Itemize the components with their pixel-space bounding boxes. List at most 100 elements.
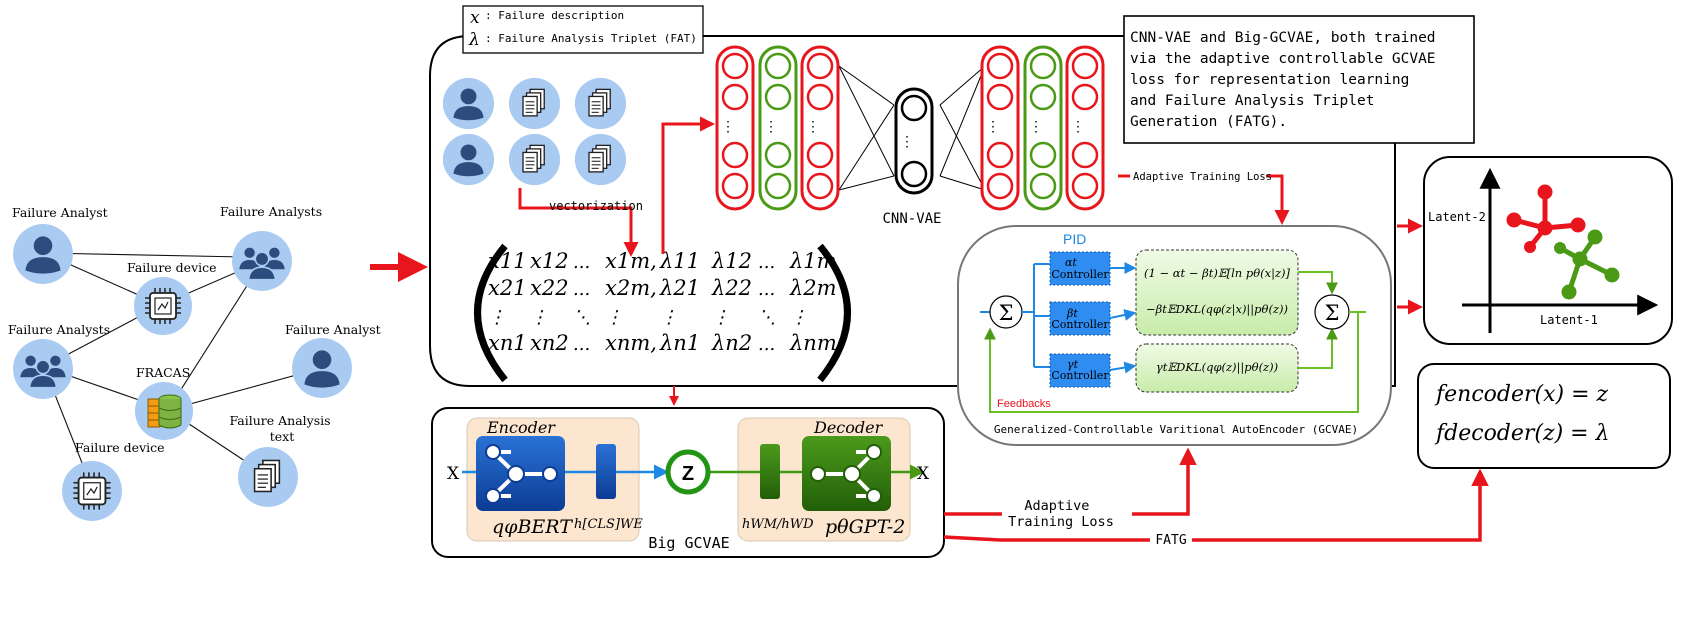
matrix-cell: ⋮ — [488, 307, 506, 328]
cls-projection-layer — [596, 444, 616, 499]
failure-analyst-icon — [292, 338, 352, 398]
nn-neuron — [721, 172, 749, 200]
matrix-cell: λn1 — [659, 331, 700, 355]
feedback-loop — [984, 312, 1359, 413]
nn-neuron — [806, 52, 834, 80]
matrix-cell: ... — [573, 334, 590, 355]
callout-line-1: CNN-VAE and Big-GCVAE, both trained — [1130, 30, 1436, 46]
callout-line-5: Generation (FATG). — [1130, 114, 1287, 130]
node-label-fa-text: Failure Analysis text — [229, 413, 334, 444]
matrix-cell: λ1m — [789, 249, 837, 273]
failure-analysts-icon — [231, 230, 293, 292]
callout-line-3: loss for representation learning — [1130, 72, 1409, 88]
controller-alpha-box — [1049, 251, 1111, 286]
matrix-right-paren — [817, 243, 851, 383]
matrix-cell: xn2 — [530, 331, 569, 355]
legend-x-text: : Failure description — [485, 9, 624, 22]
matrix-cell: x22 — [530, 276, 569, 300]
fatg-arrow — [943, 468, 1489, 542]
decoder-label: Decoder — [813, 418, 884, 437]
matrix-cell: x11 — [488, 249, 527, 273]
loss-eq-reconstruction: (1 − αt − βt)𝔼[ln pθ(x|z)] — [1144, 266, 1291, 281]
matrix-cell: ... — [573, 279, 590, 300]
gcvae-caption: Generalized-Controllable Varitional Auto… — [994, 423, 1358, 436]
controller-alpha: αt Controller — [1049, 251, 1111, 286]
matrix-cell: ... — [758, 252, 775, 273]
h-cls-label: h[CLS]WE — [574, 517, 643, 532]
cnn-vae-network: ⋮⋮⋮⋮⋮⋮⋮ CNN-VAE — [715, 45, 1105, 227]
matrix-cell: ⋮ — [530, 307, 548, 328]
analyst-icon — [442, 133, 495, 186]
gcvae-panel: PID Σ αt Controller βt Controller γt Con… — [957, 225, 1392, 446]
legend-frame — [462, 5, 704, 54]
matrix-cell: λ22 — [711, 276, 752, 300]
beta-to-loss-arrow — [1109, 309, 1137, 321]
document-stack-icon — [574, 133, 627, 186]
failure-network: Failure Analyst Failure Analysts Failure… — [8, 204, 381, 522]
cnn-vae-label: CNN-VAE — [882, 211, 941, 227]
vectorization-arrow — [518, 188, 639, 257]
nn-ellipsis: ⋮ — [806, 120, 820, 135]
nn-ellipsis: ⋮ — [986, 120, 1000, 135]
big-gcvae-panel: Encoder Decoder Z — [431, 407, 945, 558]
f-decoder: fdecoder(z) = λ — [1434, 421, 1610, 446]
cnn-vae-connections — [838, 65, 986, 191]
bottom-to-sum-arrow — [1298, 327, 1338, 369]
matrix-cell: xn1 — [488, 331, 527, 355]
node-label-analyst-right: Failure Analyst — [285, 322, 381, 337]
nn-neuron — [1029, 141, 1057, 169]
function-frame — [1417, 363, 1671, 469]
nn-neuron — [764, 172, 792, 200]
failure-analyst-icon — [13, 224, 73, 284]
edge-analyst-analysts — [43, 252, 245, 258]
nn-neuron — [1071, 172, 1099, 200]
callout-box: CNN-VAE and Big-GCVAE, both trained via … — [1123, 15, 1475, 144]
matrix-cell: ⋱ — [758, 307, 776, 328]
nn-neuron — [1029, 172, 1057, 200]
h-wm-label: hWM/hWD — [742, 517, 814, 532]
legend-lambda-text: : Failure Analysis Triplet (FAT) — [485, 32, 697, 45]
matrix-cell: λnm — [789, 331, 837, 355]
controller-gamma-box — [1049, 353, 1111, 388]
nn-neuron — [721, 83, 749, 111]
decoder-projection-layer — [760, 444, 780, 499]
gcvae-sum-right-symbol: Σ — [1325, 301, 1340, 325]
nn-neuron — [1071, 141, 1099, 169]
failure-device-icon — [133, 276, 193, 336]
document-stack-icon — [508, 133, 561, 186]
matrix-cell: ⋮ — [660, 307, 678, 328]
nn-neuron — [764, 141, 792, 169]
big-gcvae-caption: Big GCVAE — [648, 534, 729, 552]
nn-neuron — [806, 172, 834, 200]
node-label-device-top: Failure device — [127, 260, 217, 275]
fa-text-line2: text — [270, 429, 295, 444]
matrix-cell: x1m, — [605, 249, 657, 273]
matrix-cell: x12 — [530, 249, 569, 273]
matrix-cell: ... — [573, 252, 590, 273]
nn-latent-neuron — [900, 94, 928, 122]
x-input-label: X — [447, 464, 460, 484]
nn-neuron — [721, 141, 749, 169]
matrix-cell: ⋱ — [573, 307, 591, 328]
nn-neuron — [986, 141, 1014, 169]
nn-neuron — [986, 52, 1014, 80]
loss-eq-kl-conditional: −βt𝔼DKL(qφ(z|x)||pθ(z)) — [1146, 302, 1288, 317]
matrix-left-paren — [474, 243, 508, 383]
failure-device-icon — [61, 460, 123, 522]
controller-gamma: γt Controller — [1049, 353, 1111, 388]
nn-neuron — [986, 83, 1014, 111]
controller-gamma-label: Controller — [1051, 369, 1109, 382]
nn-ellipsis: ⋮ — [1071, 120, 1085, 135]
callout-line-4: and Failure Analysis Triplet — [1130, 93, 1374, 109]
encoder-label: Encoder — [486, 418, 556, 437]
nn-ellipsis: ⋮ — [764, 120, 778, 135]
node-label-analysts-top: Failure Analysts — [220, 204, 322, 219]
top-to-sum-arrow — [1298, 271, 1338, 295]
legend-lambda-symbol: λ — [468, 30, 480, 50]
fatg-label: FATG — [1155, 533, 1186, 548]
adaptive-loss-label-bg — [1130, 170, 1266, 183]
callout-text: CNN-VAE and Big-GCVAE, both trained via … — [1130, 30, 1444, 130]
document-stack-icon — [508, 77, 561, 130]
analyst-icon — [442, 77, 495, 130]
